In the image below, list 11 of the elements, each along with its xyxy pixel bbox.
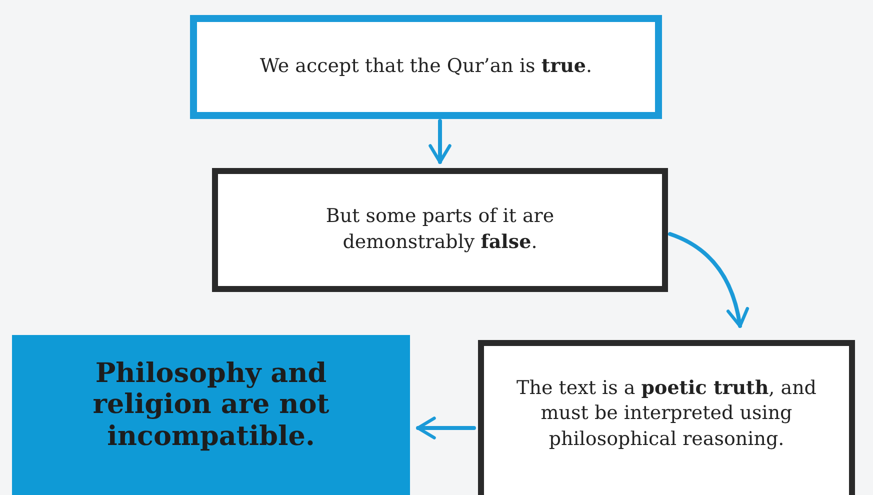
statement-box	[212, 168, 668, 292]
statement-box	[478, 340, 855, 495]
statement-text: The text is a poetic truth, and must be interpreted using philosophical reasoning.	[516, 376, 818, 452]
conclusion-text: Philosophy and religion are not incompatible.	[92, 358, 330, 452]
statement-box	[190, 15, 662, 119]
arrow	[416, 416, 476, 440]
arrow	[428, 119, 452, 164]
arrow	[668, 232, 748, 328]
statement-text: But some parts of it are demonstrably false.	[324, 204, 556, 255]
conclusion-box	[12, 335, 410, 495]
statement-text: We accept that the Qur’an is true.	[260, 54, 592, 80]
